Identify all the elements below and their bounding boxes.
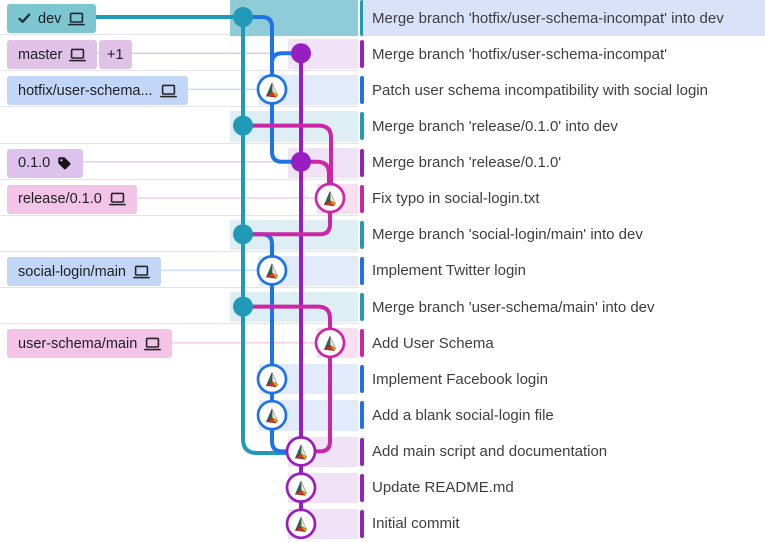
commit-row[interactable]: Merge branch 'hotfix/user-schema-incompa… [363, 0, 765, 37]
computer-icon [159, 84, 177, 98]
commit-branch-color-bar [360, 293, 364, 322]
commit-message: Merge branch 'hotfix/user-schema-incompa… [372, 9, 724, 27]
commit-message: Initial commit [372, 515, 460, 533]
merge-commit-node[interactable] [233, 115, 253, 136]
commit-branch-color-bar [360, 401, 364, 430]
branch-line-release-to-master [301, 159, 331, 188]
merge-commit-node[interactable] [233, 7, 253, 27]
merge-commit-node[interactable] [291, 151, 311, 172]
commit-branch-color-bar [360, 0, 364, 37]
branch-label-text: user-schema/main [18, 335, 138, 352]
commit-message: Patch user schema incompatibility with s… [372, 81, 708, 99]
branch-label-text: dev [38, 10, 62, 27]
commit-row[interactable]: Merge branch 'release/0.1.0' into dev [363, 108, 765, 144]
commit-row[interactable]: Add User Schema [363, 325, 765, 361]
commit-branch-color-bar [360, 40, 364, 69]
commit-row[interactable]: Add main script and documentation [363, 434, 765, 470]
row-separator [0, 323, 359, 325]
commit-nodes [233, 7, 346, 540]
tag-icon [58, 156, 71, 169]
branch-line-release-to-dev [243, 123, 333, 198]
ahead-count: +1 [107, 46, 124, 63]
commit-row[interactable]: Merge branch 'release/0.1.0' [363, 145, 765, 181]
branch-label-dev[interactable]: dev [7, 4, 97, 33]
branch-label-text: master [18, 46, 63, 63]
branch-line-hotfix-stub [270, 51, 301, 78]
commit-message: Add a blank social-login file [372, 406, 554, 424]
commit-message: Add main script and documentation [372, 443, 608, 461]
commit-message: Merge branch 'release/0.1.0' [372, 154, 562, 172]
commit-row[interactable]: Implement Facebook login [363, 361, 765, 397]
commit-message: Merge branch 'social-login/main' into de… [372, 226, 643, 244]
commit-row[interactable]: Merge branch 'user-schema/main' into dev [363, 289, 765, 325]
commit-branch-color-bar [360, 509, 364, 538]
commit-message: Fix typo in social-login.txt [372, 190, 540, 208]
row-separator [0, 34, 359, 36]
row-separator [0, 178, 359, 180]
computer-icon [108, 192, 126, 206]
commit-message: Merge branch 'hotfix/user-schema-incompa… [372, 45, 668, 63]
commit-branch-color-bar [360, 256, 364, 285]
commit-row[interactable]: Update README.md [363, 470, 765, 506]
branch-label-master[interactable]: master [7, 40, 98, 69]
commit-row[interactable]: Patch user schema incompatibility with s… [363, 72, 765, 108]
commit-branch-color-bar [360, 437, 364, 466]
merge-commit-node[interactable] [233, 296, 253, 317]
branch-label-social-login[interactable]: social-login/main [7, 257, 161, 286]
branch-line-release-base [243, 198, 332, 237]
branch-label-text: hotfix/user-schema... [18, 82, 153, 99]
commit-message: Merge branch 'release/0.1.0' into dev [372, 117, 618, 135]
computer-icon [68, 12, 86, 25]
branch-line-user-schema [243, 304, 332, 343]
tag-label-010[interactable]: 0.1.0 [7, 148, 84, 178]
row-separator [0, 106, 359, 108]
branch-label-text: social-login/main [18, 263, 126, 280]
row-separator [0, 287, 359, 289]
commit-branch-color-bar [360, 365, 364, 394]
commit-row[interactable]: Merge branch 'hotfix/user-schema-incompa… [363, 36, 765, 72]
branch-label-hotfix[interactable]: hotfix/user-schema... [7, 76, 188, 106]
commits-ahead-badge[interactable]: +1 [99, 40, 132, 69]
checkmark-icon [18, 13, 31, 23]
branch-label-text: release/0.1.0 [18, 191, 102, 208]
commit-message: Merge branch 'user-schema/main' into dev [372, 298, 655, 316]
merge-commit-node[interactable] [291, 43, 311, 64]
commit-row[interactable]: Add a blank social-login file [363, 397, 765, 433]
commit-branch-color-bar [360, 76, 364, 105]
commit-branch-color-bar [360, 148, 364, 177]
commit-branch-color-bar [360, 220, 364, 249]
commit-message: Add User Schema [372, 334, 494, 352]
commit-row[interactable]: Implement Twitter login [363, 253, 765, 289]
commit-message: Implement Twitter login [372, 262, 526, 280]
row-separator [0, 250, 359, 252]
merge-commit-node[interactable] [233, 224, 253, 245]
computer-icon [69, 48, 87, 61]
commit-message: Update README.md [372, 479, 514, 497]
branch-line-dev [78, 15, 301, 455]
branch-label-release[interactable]: release/0.1.0 [7, 184, 137, 214]
label-connectors [70, 52, 330, 344]
commit-branch-color-bar [360, 329, 364, 358]
row-separator [0, 142, 359, 144]
commit-row[interactable]: Merge branch 'social-login/main' into de… [363, 217, 765, 253]
commit-branch-color-bar [360, 184, 364, 213]
computer-icon [144, 337, 162, 351]
computer-icon [133, 265, 150, 278]
branch-label-user-schema[interactable]: user-schema/main [7, 329, 173, 359]
branch-line-user-schema-base [301, 342, 332, 454]
commit-branch-color-bar [360, 112, 364, 141]
commit-row[interactable]: Initial commit [363, 506, 765, 542]
commit-message: Implement Facebook login [372, 370, 548, 388]
tag-label-text: 0.1.0 [18, 155, 51, 171]
row-separator [0, 214, 359, 216]
row-separator [0, 70, 359, 72]
commit-branch-color-bar [360, 473, 364, 502]
commit-row[interactable]: Fix typo in social-login.txt [363, 181, 765, 217]
